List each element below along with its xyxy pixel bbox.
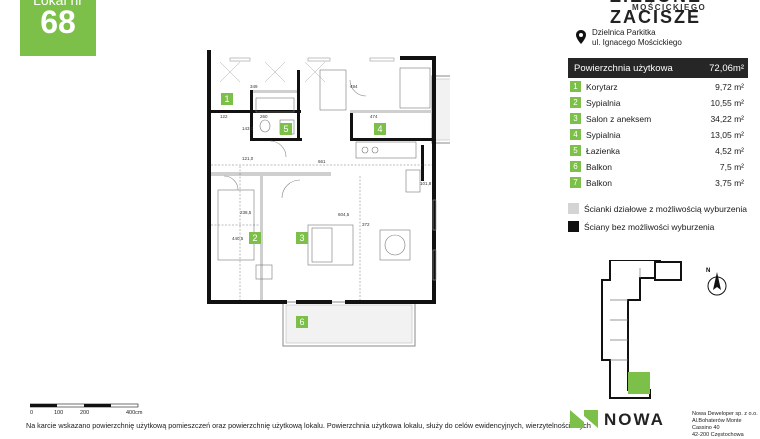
- nowa-logo-icon: [570, 410, 598, 428]
- room-name: Korytarz: [586, 82, 618, 92]
- dim-label: 122: [220, 114, 228, 119]
- room-name: Balkon: [586, 162, 612, 172]
- room-tag-5: 5: [283, 124, 288, 134]
- area-row: 4 Sypialnia 13,05 m²: [568, 126, 748, 142]
- dim-label: 372: [362, 222, 370, 227]
- dim-label: 238,5: [240, 210, 252, 215]
- area-row: 5 Łazienka 4,52 m²: [568, 142, 748, 158]
- scale-tick: 100: [54, 410, 64, 416]
- brand-header: ZIELONE ZACISZE MOŚCICKIEGO: [570, 0, 760, 27]
- north-compass-icon: N: [706, 268, 727, 296]
- brand-name: ZIELONE ZACISZE: [610, 0, 702, 27]
- room-number-badge: 7: [570, 177, 581, 188]
- company-city: 42-200 Częstochowa: [692, 432, 744, 438]
- dim-label: 143,0: [242, 126, 254, 131]
- dim-label: 260: [260, 114, 268, 119]
- room-area: 34,22 m²: [710, 114, 744, 124]
- unit-number-badge: Lokal nr 68: [20, 0, 96, 56]
- room-name: Sypialnia: [586, 98, 621, 108]
- dim-label: 101,8: [420, 181, 432, 186]
- room-name: Salon z aneksem: [586, 114, 652, 124]
- room-area: 7,5 m²: [719, 162, 744, 172]
- legend-fixed: Ściany bez możliwości wyburzenia: [568, 220, 748, 234]
- company-street: Al.Bohaterów Monte Cassino 40: [692, 418, 742, 431]
- scale-tick: 0: [30, 410, 34, 416]
- room-name: Sypialnia: [586, 130, 621, 140]
- room-tag-4: 4: [377, 124, 382, 134]
- dim-label: 440,5: [232, 236, 244, 241]
- room-area: 3,75 m²: [715, 178, 744, 188]
- dim-label: 121,0: [242, 156, 254, 161]
- disclaimer-text: Na karcie wskazano powierzchnię użytkową…: [26, 421, 591, 430]
- scale-tick: 400cm: [126, 410, 143, 416]
- total-area-label: Powierzchnia użytkowa: [574, 63, 673, 74]
- fixed-wall-swatch: [568, 221, 579, 232]
- unit-number: 68: [40, 4, 76, 40]
- area-row: 7 Balkon 3,75 m²: [568, 174, 748, 190]
- area-row: 1 Korytarz 9,72 m²: [568, 78, 748, 94]
- room-number-badge: 4: [570, 129, 581, 140]
- compass-letter: N: [706, 268, 710, 274]
- dim-label: 661: [318, 159, 326, 164]
- dim-label: 349: [250, 84, 258, 89]
- room-tag-6: 6: [299, 317, 304, 327]
- area-table: Powierzchnia użytkowa 72,06m² 1 Korytarz 9…: [568, 58, 748, 234]
- room-number-badge: 6: [570, 161, 581, 172]
- area-row: 2 Sypialnia 10,55 m²: [568, 94, 748, 110]
- room-area: 4,52 m²: [715, 146, 744, 156]
- floor-plan: 349 494 474 122 260 150,0 143,0 121,0 66…: [207, 50, 450, 347]
- room-name: Balkon: [586, 178, 612, 188]
- brand-subtitle: MOŚCICKIEGO: [632, 3, 707, 12]
- room-number-badge: 1: [570, 81, 581, 92]
- unit-label: Lokal nr: [33, 0, 83, 8]
- dim-label: 494: [350, 84, 358, 89]
- total-area-value: 72,06m²: [709, 63, 744, 74]
- area-table-header: Powierzchnia użytkowa 72,06m²: [568, 58, 748, 78]
- address-district: Dzielnica Parkitka: [592, 28, 656, 37]
- unit-location-highlight: [628, 372, 650, 394]
- legend-removable: Ścianki działowe z możliwością wyburzeni…: [568, 202, 748, 216]
- room-area: 10,55 m²: [710, 98, 744, 108]
- dim-label: 474: [370, 114, 378, 119]
- room-area: 13,05 m²: [710, 130, 744, 140]
- legend-fixed-text: Ściany bez możliwości wyburzenia: [584, 222, 715, 232]
- removable-wall-swatch: [568, 203, 579, 214]
- room-tag-2: 2: [252, 233, 257, 243]
- scale-tick: 200: [80, 410, 90, 416]
- company-name: Nowa Deweloper sp. z o.o.: [692, 411, 758, 417]
- room-tag-3: 3: [299, 233, 304, 243]
- room-number-badge: 5: [570, 145, 581, 156]
- dim-label: 604,5: [338, 212, 350, 217]
- room-tag-1: 1: [224, 94, 229, 104]
- scale-bar: 0 100 200 400cm: [30, 402, 143, 422]
- legend-removable-text: Ścianki działowe z możliwością wyburzeni…: [584, 204, 747, 214]
- location-pin-icon: [576, 30, 586, 44]
- room-number-badge: 2: [570, 97, 581, 108]
- developer-logo: NOWA Nowa Deweloper sp. z o.o. Al.Bohate…: [570, 410, 760, 438]
- company-info: Nowa Deweloper sp. z o.o. Al.Bohaterów M…: [692, 411, 760, 439]
- area-row: 6 Balkon 7,5 m²: [568, 158, 748, 174]
- area-row: 3 Salon z aneksem 34,22 m²: [568, 110, 748, 126]
- building-keymap: N: [601, 260, 727, 399]
- logo-wordmark: NOWA: [604, 410, 665, 429]
- address-street: ul. Ignacego Mościckiego: [592, 38, 682, 47]
- room-name: Łazienka: [586, 146, 621, 156]
- room-number-badge: 3: [570, 113, 581, 124]
- room-area: 9,72 m²: [715, 82, 744, 92]
